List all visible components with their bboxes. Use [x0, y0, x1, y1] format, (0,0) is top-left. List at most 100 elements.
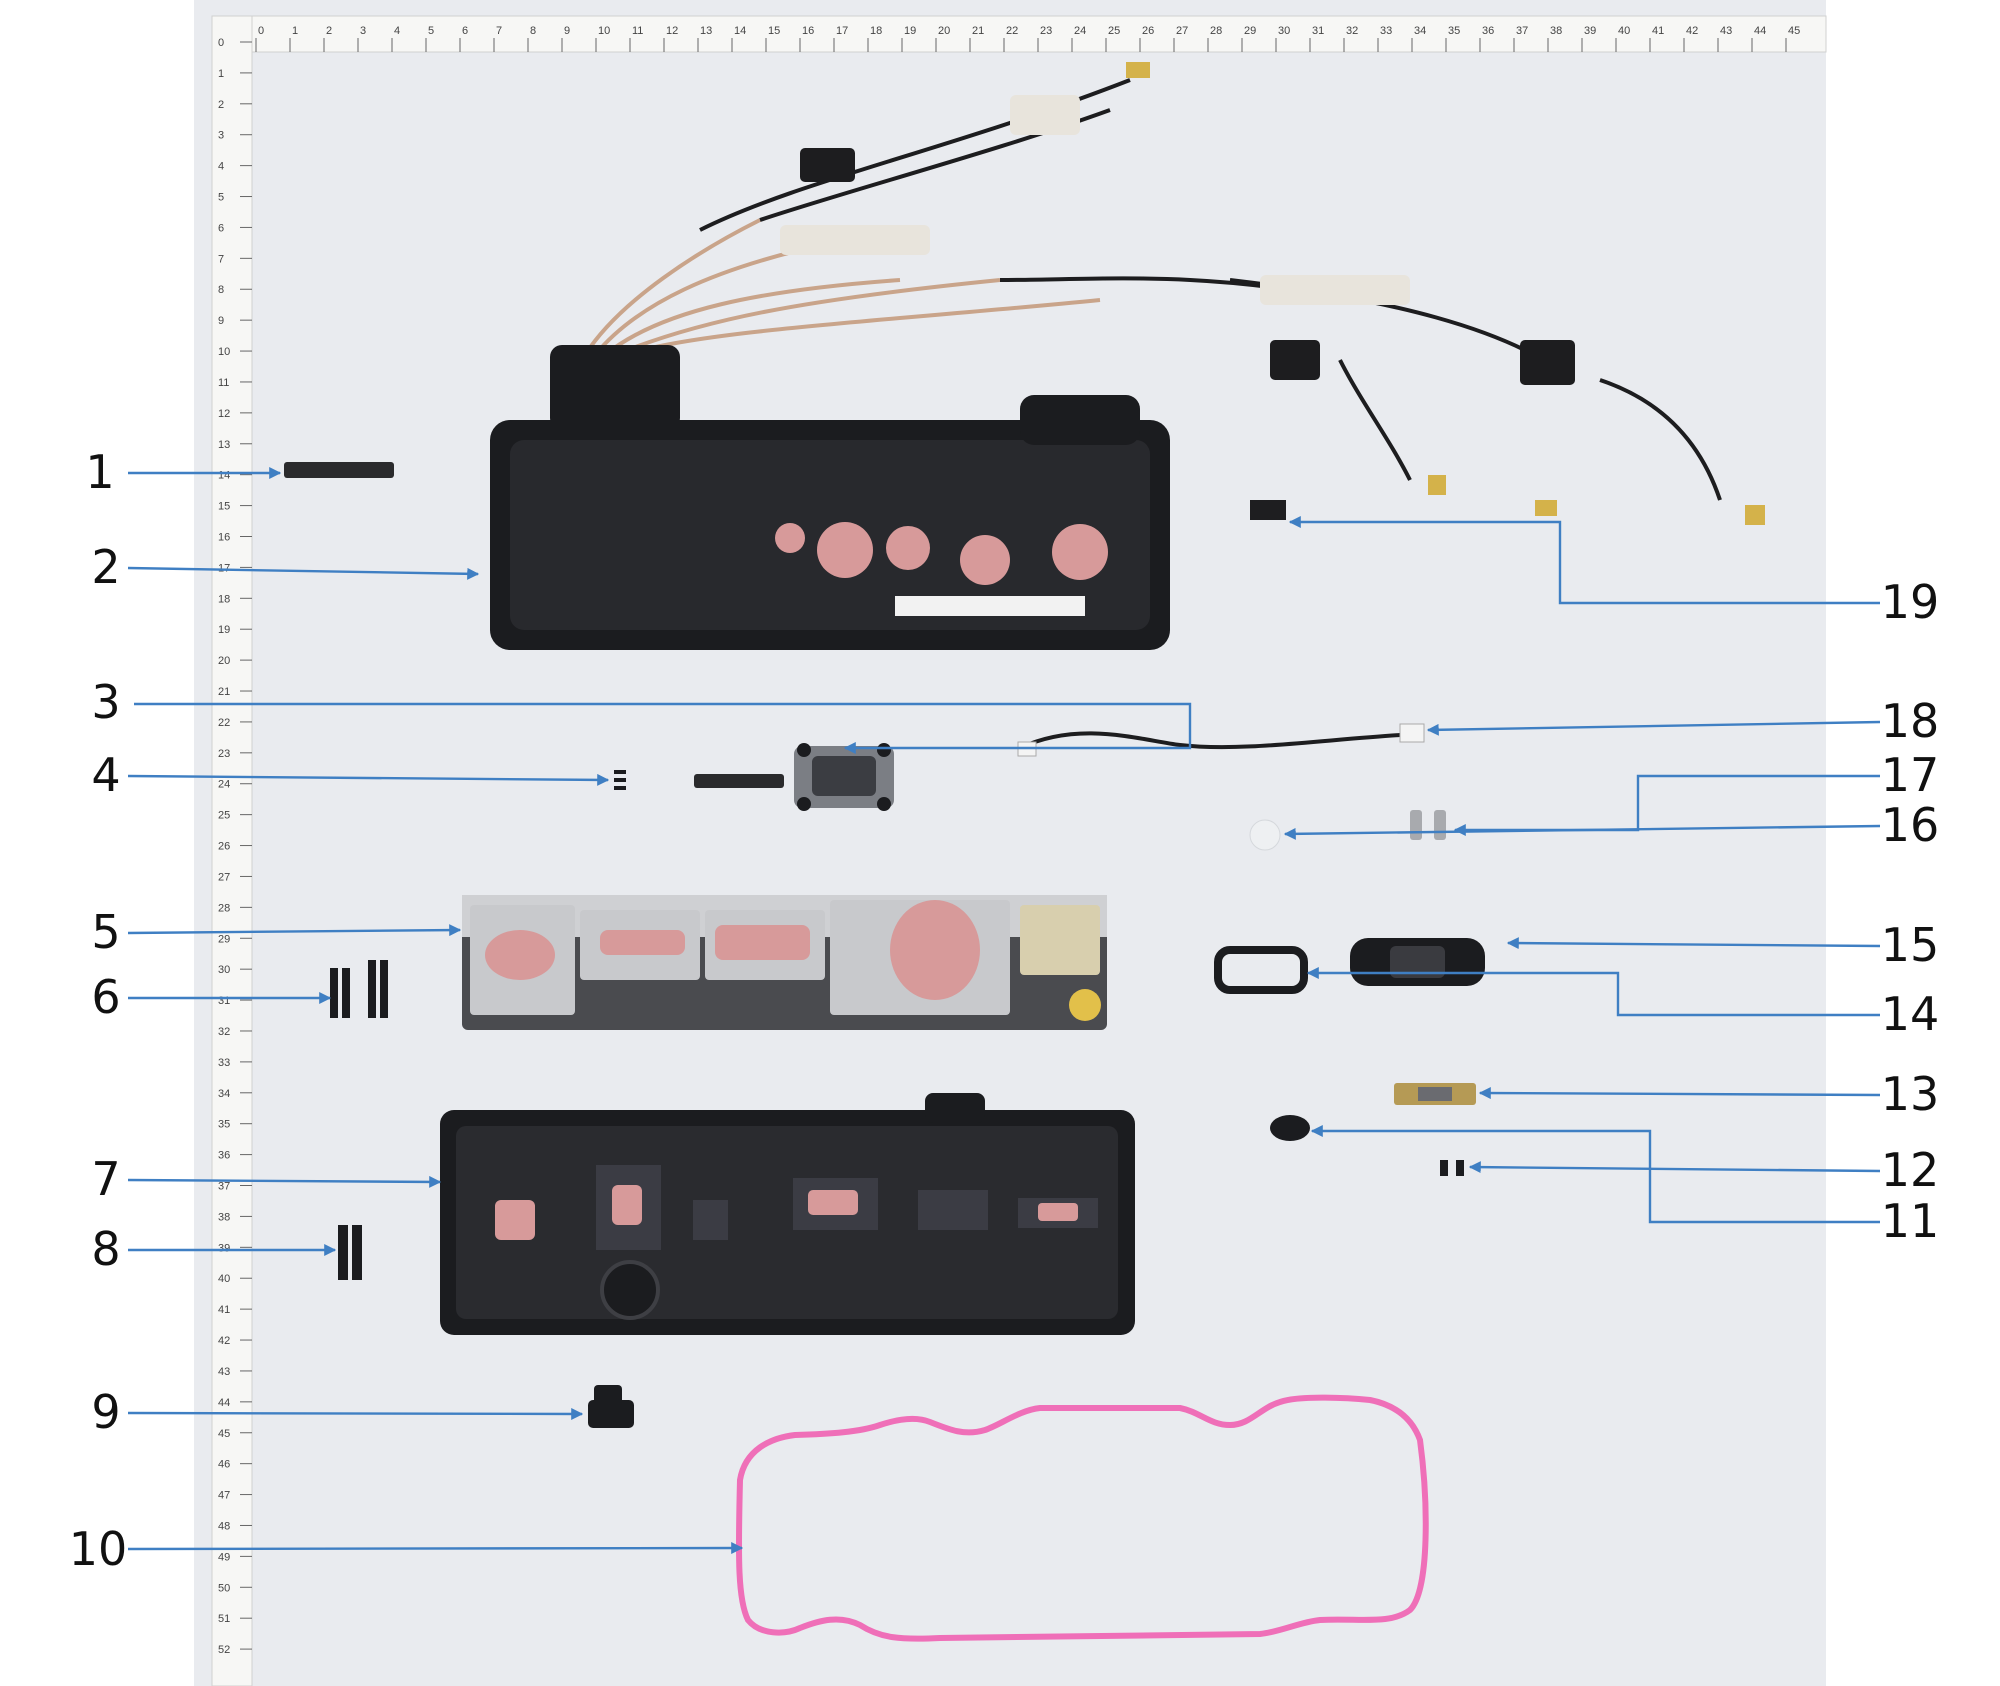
- callout-6: 6: [91, 970, 120, 1024]
- ruler-top-number: 41: [1652, 25, 1664, 37]
- leader-7: [127, 1175, 442, 1188]
- ruler-left-number: 50: [218, 1582, 230, 1594]
- ruler-top-number: 42: [1686, 25, 1698, 37]
- ruler-left-number: 23: [218, 748, 230, 760]
- callout-15: 15: [1881, 918, 1940, 972]
- leader-11: [1310, 1125, 1880, 1224]
- ruler-top-number: 44: [1754, 25, 1766, 37]
- ruler-top-number: 37: [1516, 25, 1528, 37]
- ruler-top-number: 19: [904, 25, 916, 37]
- ruler-left-number: 20: [218, 655, 230, 667]
- part-12-screws: [1440, 1160, 1464, 1176]
- ruler-left-number: 37: [218, 1181, 230, 1193]
- ruler-left-number: 19: [218, 624, 230, 636]
- callout-16: 16: [1881, 798, 1940, 852]
- ruler-top-number: 6: [462, 25, 468, 37]
- ruler-top-number: 13: [700, 25, 712, 37]
- ruler-top-number: 36: [1482, 25, 1494, 37]
- ruler-top-number: 35: [1448, 25, 1460, 37]
- ruler-top-number: 14: [734, 25, 746, 37]
- ruler-top-number: 32: [1346, 25, 1358, 37]
- ruler-left-number: 2: [218, 99, 224, 111]
- part-18-connector: [1399, 723, 1425, 743]
- ruler-left-number: 9: [218, 315, 224, 327]
- ruler-left-number: 10: [218, 346, 230, 358]
- ruler-left-number: 35: [218, 1119, 230, 1131]
- ruler-left-number: 5: [218, 192, 224, 204]
- ruler-left-number: 52: [218, 1644, 230, 1656]
- ruler-left-number: 46: [218, 1459, 230, 1471]
- ruler-left-number: 45: [218, 1428, 230, 1440]
- ruler-left-number: 42: [218, 1335, 230, 1347]
- callout-19: 19: [1881, 575, 1940, 629]
- ruler-top-number: 0: [258, 25, 264, 37]
- part-10-gasket: [735, 1394, 1429, 1642]
- leader-13: [1478, 1087, 1881, 1100]
- leader-4: [127, 773, 610, 786]
- ruler-top: [211, 15, 1827, 53]
- ruler-left-number: 7: [218, 253, 224, 265]
- ruler-left-number: 43: [218, 1366, 230, 1378]
- ruler-left-number: 26: [218, 841, 230, 853]
- leader-18: [1426, 720, 1881, 736]
- ruler-top-number: 2: [326, 25, 332, 37]
- callout-numbers: 1 2 3 4 5 6 7 8 9 10 11 12 13 14 15 16 1…: [69, 445, 1940, 1576]
- ruler-top-number: 24: [1074, 25, 1086, 37]
- callout-2: 2: [91, 540, 120, 594]
- ruler-top-number: 3: [360, 25, 366, 37]
- part-1-pad: [284, 462, 394, 478]
- callout-9: 9: [91, 1385, 120, 1439]
- ruler-left-number: 4: [218, 161, 224, 173]
- ruler-left-number: 49: [218, 1551, 230, 1563]
- part-5-main-board: [462, 895, 1107, 1030]
- ruler-left-number: 47: [218, 1490, 230, 1502]
- part-13-connector-board: [1394, 1083, 1476, 1105]
- ruler-top-number: 22: [1006, 25, 1018, 37]
- ruler-left-number: 36: [218, 1150, 230, 1162]
- ruler-left-number: 39: [218, 1242, 230, 1254]
- part-4-screws: [614, 770, 626, 790]
- ruler-left-number: 27: [218, 871, 230, 883]
- ruler-top-number: 4: [394, 25, 400, 37]
- ruler-left-number: 29: [218, 933, 230, 945]
- ruler-top-number: 8: [530, 25, 536, 37]
- ruler-left-number: 14: [218, 470, 230, 482]
- ruler-left-number: 6: [218, 222, 224, 234]
- ruler-left-number: 34: [218, 1088, 230, 1100]
- part-8-screws: [338, 1225, 362, 1280]
- callout-7: 7: [91, 1152, 120, 1206]
- ruler-top-number: 11: [632, 25, 643, 37]
- ruler-left-number: 32: [218, 1026, 230, 1038]
- ruler-top-number: 30: [1278, 25, 1290, 37]
- callout-14: 14: [1881, 987, 1940, 1041]
- part-15-connector-seat: [1350, 938, 1485, 986]
- ruler-left-number: 11: [218, 377, 229, 389]
- ruler-left-number: 48: [218, 1520, 230, 1532]
- part-11-grommet: [1270, 1115, 1310, 1141]
- ruler-top-number: 33: [1380, 25, 1392, 37]
- ruler-left: [211, 15, 253, 1686]
- leader-12: [1468, 1161, 1881, 1174]
- leader-19: [1288, 516, 1880, 605]
- ruler-top-number: 43: [1720, 25, 1732, 37]
- ruler-left-number: 40: [218, 1273, 230, 1285]
- ruler-left-number: 3: [218, 130, 224, 142]
- ruler-left-number: 22: [218, 717, 230, 729]
- ruler-left-number: 21: [218, 686, 230, 698]
- leader-15: [1506, 937, 1881, 950]
- ruler-left-number: 17: [218, 562, 230, 574]
- ruler-top-number: 7: [496, 25, 502, 37]
- callout-1: 1: [85, 445, 114, 499]
- ruler-left-number: 16: [218, 531, 230, 543]
- ruler-top-number: 15: [768, 25, 780, 37]
- ruler-top-number: 17: [836, 25, 848, 37]
- ruler-left-number: 28: [218, 902, 230, 914]
- callout-17: 17: [1881, 748, 1940, 802]
- ruler-top-number: 18: [870, 25, 882, 37]
- ruler-top-number: 29: [1244, 25, 1256, 37]
- ruler-top-number: 25: [1108, 25, 1120, 37]
- leader-2: [127, 566, 480, 580]
